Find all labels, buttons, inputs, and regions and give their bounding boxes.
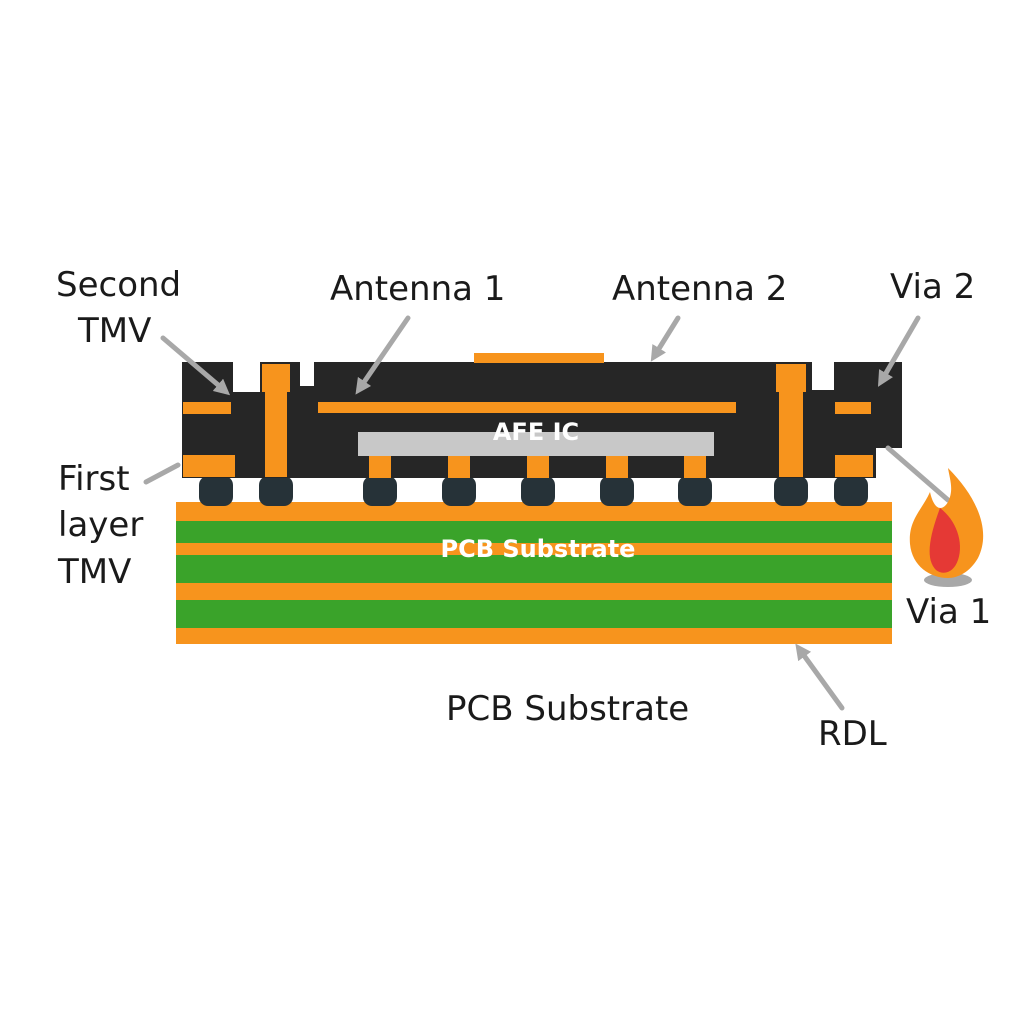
chip-pillars — [369, 456, 706, 478]
solder-bump — [442, 476, 476, 506]
copper-pillar — [448, 456, 470, 478]
second-tmv-arrow — [160, 335, 231, 396]
first-tmv-label-line1: First — [58, 459, 130, 499]
flame-icon — [909, 468, 984, 587]
second-tmv-copper — [183, 402, 231, 414]
antenna-1-line — [318, 402, 736, 413]
antenna-1-arrow — [355, 315, 411, 395]
afe-ic-die — [358, 432, 714, 456]
via-2-copper — [835, 402, 871, 414]
second-tmv-label-line2: TMV — [77, 311, 151, 351]
pcb-substrate-inner-label: PCB Substrate — [441, 535, 636, 563]
first-tmv-label-line3: TMV — [57, 552, 131, 592]
copper-pillar — [684, 456, 706, 478]
via-1-arrow — [885, 445, 951, 503]
antenna-2-label: Antenna 2 — [612, 269, 787, 309]
antenna-2-arrow — [650, 315, 681, 362]
copper-pillar — [369, 456, 391, 478]
solder-bump — [363, 476, 397, 506]
afe-ic: AFE IC — [358, 418, 714, 456]
solder-bump — [259, 476, 293, 506]
antenna-2-pad — [474, 353, 604, 363]
first-tmv-label-line2: layer — [58, 505, 143, 545]
via-2-label: Via 2 — [890, 267, 975, 307]
solder-bump — [678, 476, 712, 506]
copper-pillar — [606, 456, 628, 478]
first-layer-tmv-copper — [183, 455, 235, 477]
pcb-substrate — [176, 502, 892, 644]
copper-pillar — [527, 456, 549, 478]
rdl-arrow — [795, 643, 845, 711]
solder-bumps — [199, 476, 868, 506]
second-tmv-label-line1: Second — [56, 265, 181, 305]
solder-bump — [774, 476, 808, 506]
right-tmv-pillar — [776, 364, 806, 477]
solder-bump — [600, 476, 634, 506]
solder-bump — [834, 476, 868, 506]
via-1-copper — [835, 455, 873, 477]
via-2-arrow — [877, 315, 921, 387]
via-1-label: Via 1 — [906, 592, 991, 632]
solder-bump — [199, 476, 233, 506]
afe-ic-label: AFE IC — [493, 418, 579, 446]
first-layer-tmv-arrow — [143, 462, 181, 485]
pcb-substrate-label: PCB Substrate — [446, 689, 689, 729]
rdl-label: RDL — [818, 714, 887, 754]
solder-bump — [521, 476, 555, 506]
left-tmv-pillar — [262, 364, 290, 477]
antenna-1-label: Antenna 1 — [330, 269, 505, 309]
